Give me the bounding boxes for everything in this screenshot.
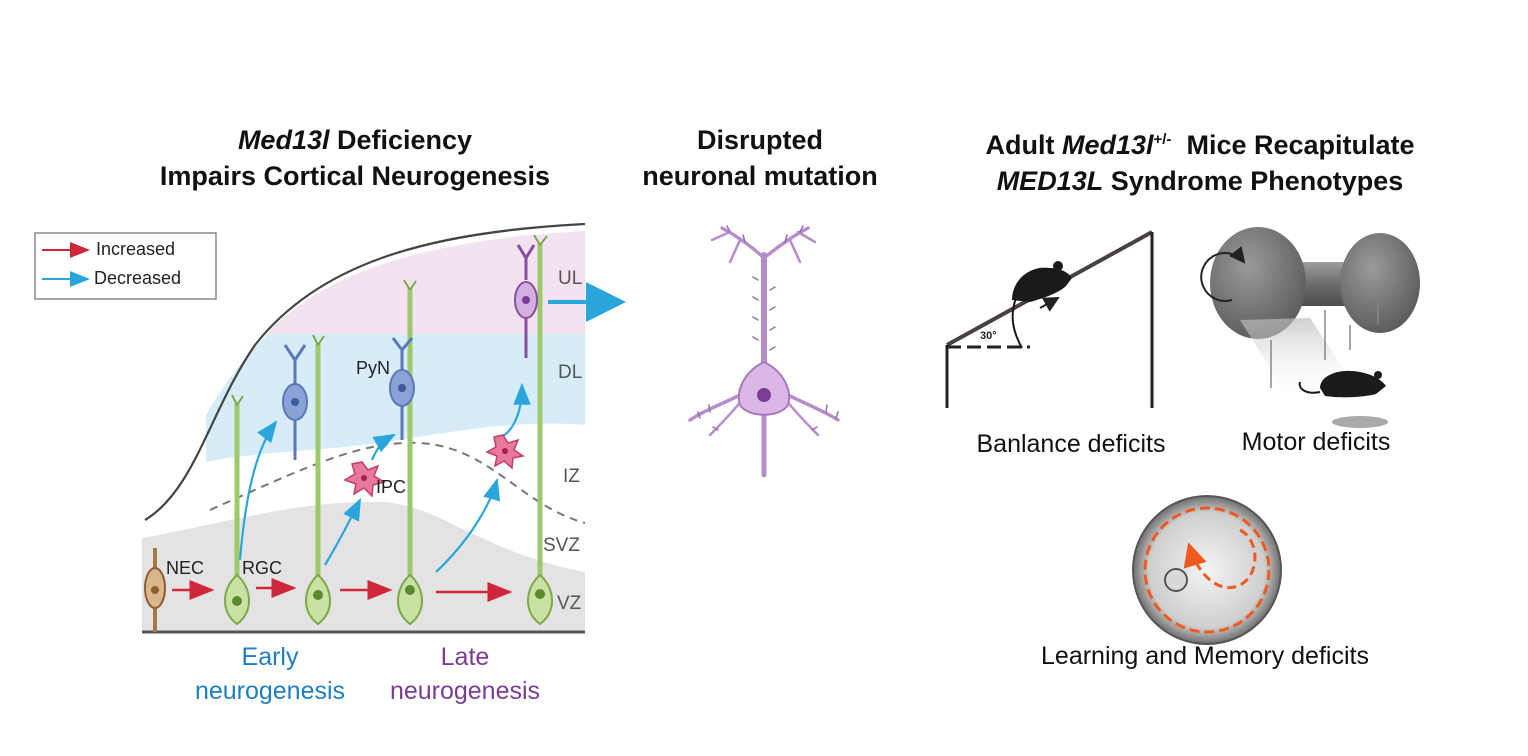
right-title-gene: Med13l bbox=[1061, 130, 1154, 160]
right-title-b: Mice Recapitulate bbox=[1186, 130, 1415, 160]
late-line2: neurogenesis bbox=[389, 677, 541, 705]
zone-ul: UL bbox=[558, 268, 583, 289]
rgc-cells bbox=[224, 573, 553, 626]
early-neurogenesis: Early neurogenesis bbox=[180, 640, 360, 708]
balance-mouse bbox=[1012, 267, 1072, 302]
memory-caption: Learning and Memory deficits bbox=[1041, 642, 1369, 670]
rgc-label: RGC bbox=[242, 558, 282, 578]
ipc-label: IPC bbox=[376, 477, 407, 497]
zone-vz: VZ bbox=[557, 593, 582, 614]
right-title: Adult Med13l+/- Mice Recapitulate MED13L… bbox=[930, 122, 1470, 199]
left-title-rest: Deficiency bbox=[329, 125, 473, 155]
balance-caption: Banlance deficits bbox=[976, 430, 1166, 458]
pyn-label: PyN bbox=[356, 358, 391, 378]
zone-svz: SVZ bbox=[543, 535, 580, 556]
rotarod bbox=[1200, 227, 1420, 428]
ipc-cells bbox=[343, 434, 525, 498]
zone-dl: DL bbox=[558, 362, 583, 383]
left-title: Med13l Deficiency Impairs Cortical Neuro… bbox=[120, 122, 590, 194]
pyramidal-neuron bbox=[688, 225, 840, 478]
middle-title-line1: Disrupted bbox=[696, 125, 823, 155]
right-title-a: Adult bbox=[985, 130, 1062, 160]
right-title-genotype: +/- bbox=[1153, 131, 1172, 148]
falling-mouse bbox=[1320, 370, 1386, 398]
cortex-section bbox=[34, 222, 626, 634]
late-line1: Late bbox=[440, 643, 490, 671]
early-line2: neurogenesis bbox=[194, 677, 346, 705]
vz-svz-region bbox=[142, 501, 585, 632]
right-title-syndrome: MED13L bbox=[996, 166, 1104, 196]
early-line1: Early bbox=[241, 643, 299, 671]
late-neurogenesis: Late neurogenesis bbox=[370, 640, 560, 708]
left-title-line2: Impairs Cortical Neurogenesis bbox=[159, 161, 551, 191]
middle-title-line2: neuronal mutation bbox=[642, 161, 878, 191]
water-maze bbox=[1132, 495, 1282, 645]
left-title-gene: Med13l bbox=[237, 125, 330, 155]
legend-increased-label: Increased bbox=[96, 239, 176, 259]
motor-caption: Motor deficits bbox=[1241, 428, 1391, 456]
nec-label: NEC bbox=[166, 558, 205, 578]
legend-decreased-label: Decreased bbox=[94, 268, 182, 288]
middle-title: Disrupted neuronal mutation bbox=[620, 122, 900, 194]
angle-label: 30° bbox=[980, 330, 997, 342]
pial-surface bbox=[144, 222, 586, 521]
balance-beam bbox=[945, 230, 1154, 408]
zone-iz: IZ bbox=[563, 466, 580, 487]
legend-box bbox=[34, 232, 217, 300]
ul-layer bbox=[270, 231, 585, 334]
right-title-rest: Syndrome Phenotypes bbox=[1103, 166, 1404, 196]
